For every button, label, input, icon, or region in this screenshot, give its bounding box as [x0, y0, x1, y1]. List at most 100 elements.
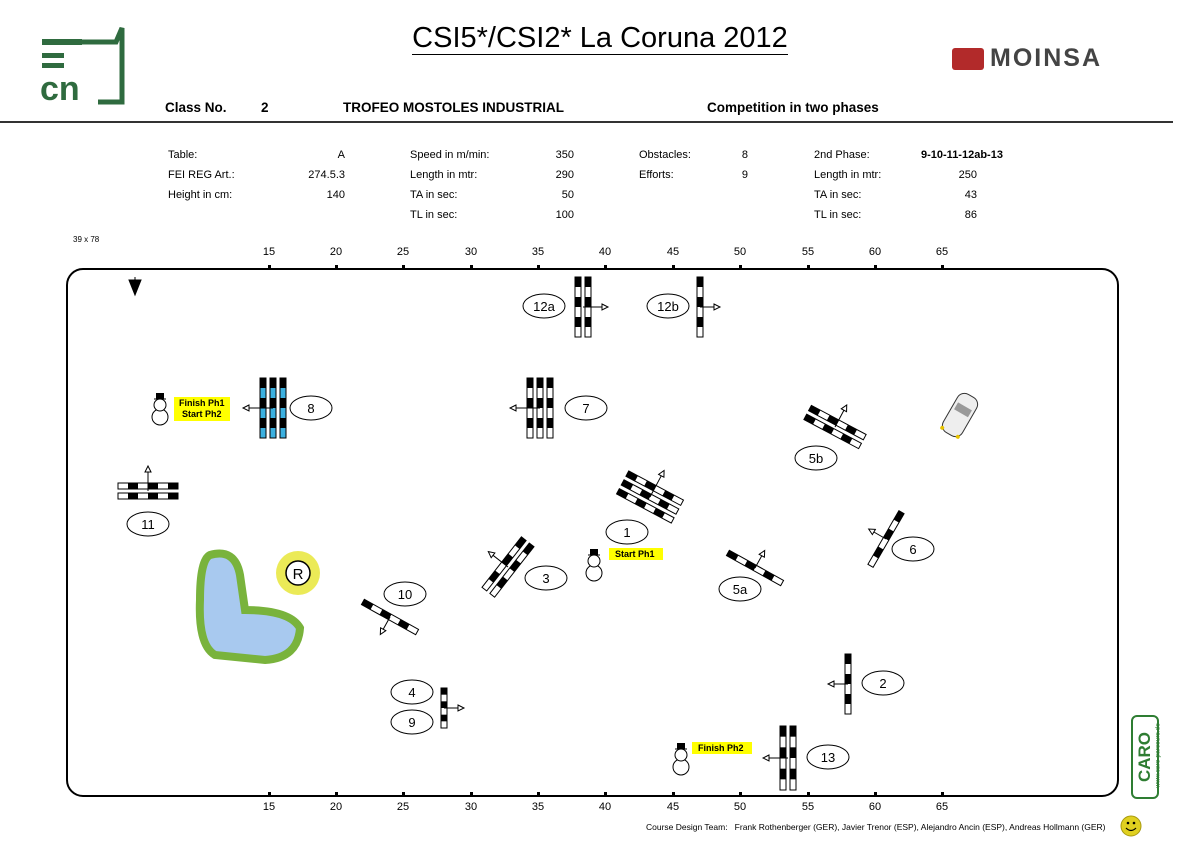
direction-arrow-icon: [867, 528, 877, 536]
scale-tick-mark: [874, 265, 877, 269]
fence-number-badge: [522, 293, 566, 319]
scale-tick-mark: [470, 792, 473, 796]
start-ph2-label: Start Ph2: [182, 409, 222, 419]
fence-obstacle: [241, 377, 287, 439]
snowman-icon: [151, 393, 169, 426]
entry-arrow-icon: [128, 277, 142, 297]
snowman-icon: [585, 549, 603, 582]
info-value: 9-10-11-12ab-13: [921, 149, 1003, 161]
finish-ph2-tag: Finish Ph2: [692, 742, 752, 754]
info-label: TL in sec:: [814, 209, 862, 221]
pond: [195, 549, 305, 665]
fence-number: 5b: [809, 451, 823, 466]
fence-number: 7: [582, 401, 589, 416]
info-value: 43: [964, 189, 977, 201]
scale-tick-label: 60: [868, 246, 882, 258]
cn-logo: cn: [40, 27, 125, 106]
info-value: 274.5.3: [308, 169, 345, 181]
scale-tick-mark: [335, 265, 338, 269]
class-number: 2: [261, 100, 269, 115]
riders-mark: [285, 560, 311, 586]
team-names: Frank Rothenberger (GER), Javier Trenor …: [734, 822, 1106, 832]
scale-tick-label: 65: [935, 246, 949, 258]
scale-tick-mark: [537, 792, 540, 796]
scale-tick-label: 50: [733, 801, 747, 813]
info-label: Length in mtr:: [410, 169, 478, 181]
direction-arrow-icon: [840, 403, 848, 413]
direction-arrow-icon: [144, 464, 152, 473]
fence-number-badge: [289, 395, 333, 421]
fence-number: 10: [398, 587, 412, 602]
scale-tick-label: 15: [262, 246, 276, 258]
fence-obstacle: [615, 469, 685, 524]
fence-obstacle: [360, 598, 420, 636]
scale-tick-label: 65: [935, 801, 949, 813]
scale-tick-mark: [268, 792, 271, 796]
fence-number-badge: [794, 445, 838, 471]
fence-number-badge: [390, 679, 434, 705]
fence-obstacle: [761, 725, 797, 791]
direction-arrow-icon: [758, 549, 766, 559]
info-label: FEI REG Art.:: [168, 169, 235, 181]
fence-number: 13: [821, 750, 835, 765]
start-ph1-tag: Start Ph1: [609, 548, 663, 560]
scale-tick-mark: [672, 792, 675, 796]
scale-tick-label: 25: [396, 801, 410, 813]
fence-obstacle: [803, 403, 867, 450]
scale-tick-mark: [807, 792, 810, 796]
caro-logo: CARO: [1131, 715, 1159, 799]
fence-number: 3: [542, 571, 549, 586]
scale-tick-mark: [941, 792, 944, 796]
caro-url: www.caro-parcours.de: [1154, 723, 1162, 788]
fence-number: 12a: [533, 299, 555, 314]
fence-obstacle: [440, 687, 466, 729]
info-value: 140: [326, 189, 345, 201]
scale-tick-label: 55: [801, 801, 815, 813]
info-label: TA in sec:: [410, 189, 458, 201]
scale-tick-mark: [402, 265, 405, 269]
direction-arrow-icon: [457, 704, 466, 712]
page-title: CSI5*/CSI2* La Coruna 2012: [412, 22, 788, 55]
fence-number-badge: [564, 395, 608, 421]
header-divider: [0, 121, 1173, 123]
fence-number-badge: [383, 581, 427, 607]
arena-border: [66, 268, 1119, 797]
info-value: 86: [964, 209, 977, 221]
car-icon: [940, 392, 979, 439]
direction-arrow-icon: [508, 404, 517, 412]
scale-tick-mark: [739, 265, 742, 269]
info-value: 100: [555, 209, 574, 221]
direction-arrow-icon: [487, 550, 496, 559]
scale-tick-mark: [268, 265, 271, 269]
fence-obstacle: [481, 536, 535, 598]
scale-tick-mark: [604, 792, 607, 796]
competition-type: Competition in two phases: [707, 100, 879, 115]
info-value: A: [337, 149, 345, 161]
fence-obstacle: [696, 276, 722, 338]
scale-tick-label: 55: [801, 246, 815, 258]
fence-number-badge: [718, 576, 762, 602]
scale-tick-mark: [335, 792, 338, 796]
scale-tick-mark: [402, 792, 405, 796]
fence-number-badge: [891, 536, 935, 562]
fence-number: 6: [909, 542, 916, 557]
fence-number: 2: [879, 676, 886, 691]
direction-arrow-icon: [826, 680, 835, 688]
direction-arrow-icon: [713, 303, 722, 311]
fence-number: 1: [623, 525, 630, 540]
fence-number-badge: [806, 744, 850, 770]
fence-number-badge: [605, 519, 649, 545]
fence-number-badge: [126, 511, 170, 537]
info-value: 8: [741, 149, 748, 161]
info-value: 350: [555, 149, 574, 161]
fence-obstacle: [574, 276, 610, 338]
class-name: TROFEO MOSTOLES INDUSTRIAL: [343, 100, 565, 115]
scale-tick-label: 45: [666, 246, 680, 258]
riders-mark-label: R: [293, 566, 304, 583]
scale-tick-label: 30: [464, 801, 478, 813]
fence-obstacle: [867, 509, 905, 569]
info-label: Speed in m/min:: [410, 149, 490, 161]
snowman-icon: [672, 743, 690, 776]
scale-tick-label: 30: [464, 246, 478, 258]
